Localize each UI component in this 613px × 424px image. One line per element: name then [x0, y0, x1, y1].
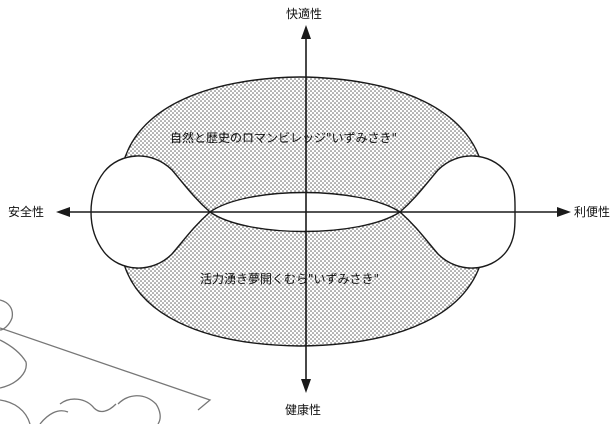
axis-arrowheads: [56, 25, 571, 393]
upper-region-label: 自然と歴史のロマンビレッジ"いずみさき": [170, 131, 398, 145]
arrow-right-icon: [557, 207, 571, 217]
arrow-down-icon: [301, 379, 311, 393]
arrow-left-icon: [56, 207, 70, 217]
axis-label-top: 快適性: [286, 7, 323, 21]
axis-label-left: 安全性: [8, 205, 45, 219]
lower-region-label: 活力湧き夢開くむら"いずみさき": [200, 272, 380, 286]
axis-label-right: 利便性: [574, 205, 611, 219]
arrow-up-icon: [301, 25, 311, 39]
axes: [66, 36, 560, 382]
background-sketch: [0, 299, 212, 424]
axis-label-bottom: 健康性: [285, 403, 322, 417]
